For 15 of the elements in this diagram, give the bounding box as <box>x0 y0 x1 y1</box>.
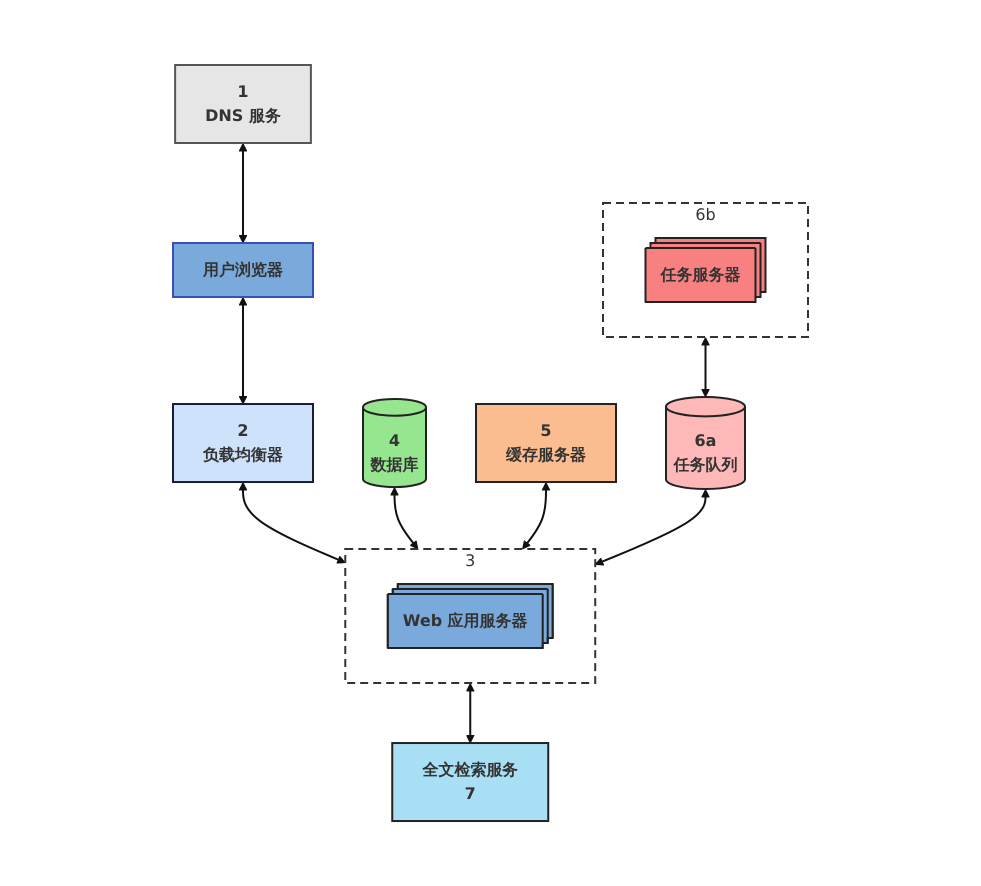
node-box <box>174 64 312 144</box>
arrow <box>238 482 346 564</box>
node-box <box>172 242 314 298</box>
arrow <box>466 683 475 744</box>
arrow <box>701 336 710 398</box>
arrow <box>238 296 248 404</box>
node-box <box>475 403 617 483</box>
node-box <box>391 742 550 822</box>
arrow <box>390 487 418 550</box>
node-box <box>172 403 314 483</box>
arrow <box>238 142 248 244</box>
cluster <box>344 548 596 684</box>
cluster <box>602 202 809 338</box>
arrow <box>522 482 550 550</box>
arrow <box>594 489 710 566</box>
